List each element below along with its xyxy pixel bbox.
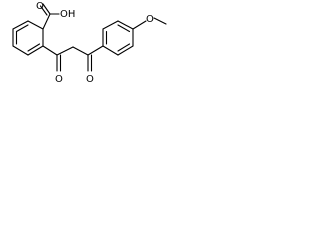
methoxy-group: O <box>132 14 167 30</box>
methoxyphenyl-ring <box>102 20 134 56</box>
acid-carbonyl-oxygen-label: O <box>36 1 44 12</box>
acid-hydroxyl-label: OH <box>60 9 75 20</box>
carboxylic-acid-group: O OH <box>36 1 75 30</box>
benzoic-ring <box>12 20 44 56</box>
methoxy-oxygen-label: O <box>146 14 154 25</box>
diketone-chain: O O <box>42 45 104 85</box>
ketone-oxygen-1-label: O <box>55 74 63 85</box>
chemical-structure: O OH O O O <box>12 1 167 85</box>
ketone-oxygen-2-label: O <box>86 74 94 85</box>
